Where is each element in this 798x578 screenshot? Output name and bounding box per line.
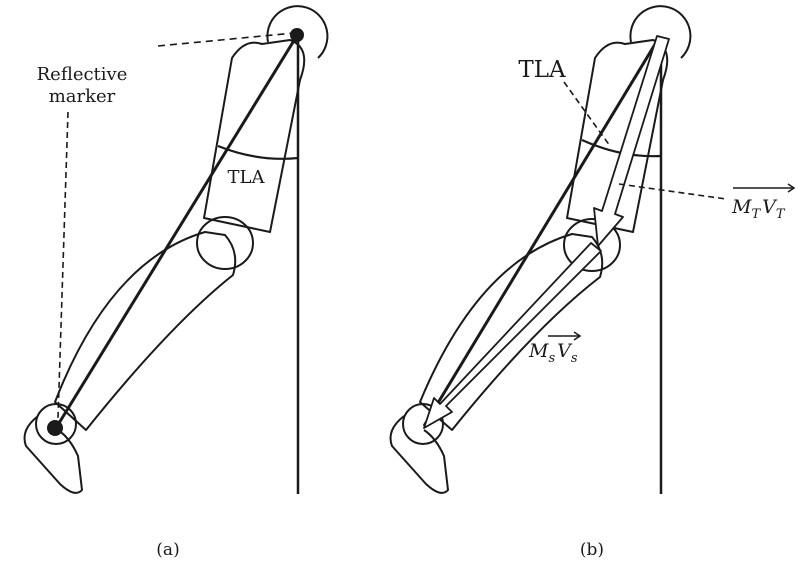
foot-segment-a <box>23 415 83 494</box>
shank-vector-overbar-arrow <box>548 331 582 341</box>
hip-reflective-marker <box>290 28 304 42</box>
shank-velocity-subscript: s <box>571 351 578 366</box>
shank-velocity-symbol: V <box>557 340 573 362</box>
tla-label-b: TLA <box>518 57 566 83</box>
caption-a: (a) <box>156 540 179 560</box>
shank-mass-subscript: s <box>548 351 555 366</box>
foot-segment-b <box>389 415 449 494</box>
hip-joint-a <box>266 5 329 59</box>
shank-momentum-arrow <box>423 242 602 429</box>
thigh-vector-leader <box>618 183 727 200</box>
thigh-vector-overbar-arrow <box>733 183 796 193</box>
caption-b: (b) <box>580 540 604 560</box>
ankle-reflective-marker <box>47 420 63 436</box>
tla-leader-b <box>563 81 611 147</box>
hip-ankle-line-b <box>422 35 662 427</box>
ankle-joint-b <box>402 403 444 445</box>
hip-joint-b <box>629 5 692 59</box>
thigh-mass-subscript: T <box>751 207 761 222</box>
reflective-marker-label-line1: Reflective <box>37 64 128 85</box>
reflective-marker-label-line2: marker <box>49 86 116 107</box>
thigh-segment-a <box>203 39 306 233</box>
shank-segment-b <box>419 233 604 431</box>
hip-marker-leader-a <box>157 32 295 47</box>
knee-joint-a <box>196 216 254 270</box>
thigh-momentum-arrow <box>593 35 670 247</box>
ankle-marker-leader-a <box>57 111 69 419</box>
thigh-velocity-symbol: V <box>762 196 778 218</box>
panel-a <box>23 5 329 494</box>
tla-label-a: TLA <box>228 167 266 188</box>
shank-mass-symbol: M <box>528 340 549 362</box>
panel-b <box>389 5 727 494</box>
thigh-mass-symbol: M <box>731 196 752 218</box>
shank-segment-a <box>54 231 237 431</box>
knee-joint-b <box>563 218 621 272</box>
thigh-velocity-subscript: T <box>776 207 786 222</box>
ankle-joint-a <box>35 403 77 445</box>
hip-ankle-line-a <box>54 33 300 429</box>
